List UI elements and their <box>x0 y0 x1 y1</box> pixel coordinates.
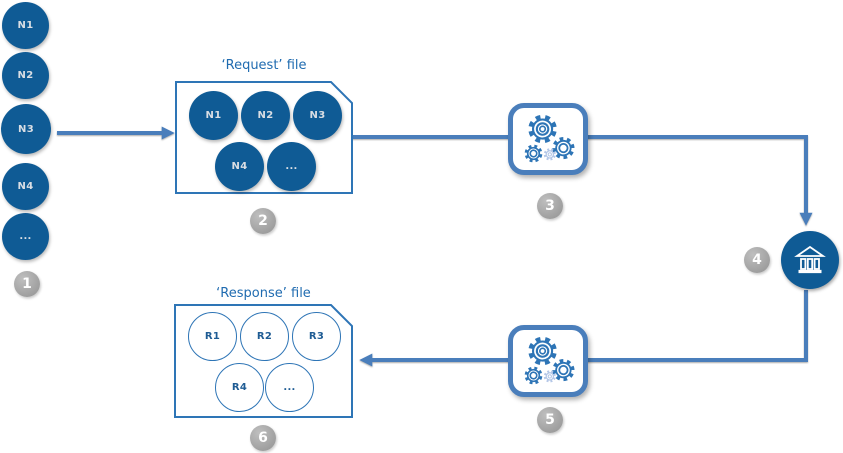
request-node-n3: N3 <box>293 91 342 140</box>
process-box-top <box>508 103 588 175</box>
request-file-title: ‘Request’ file <box>221 58 307 73</box>
response-node-more: ... <box>265 363 314 412</box>
request-node-more: ... <box>267 142 316 191</box>
bank-icon <box>794 245 826 274</box>
response-node-r1: R1 <box>188 312 237 361</box>
response-node-r2: R2 <box>240 312 289 361</box>
response-node-r4: R4 <box>215 363 264 412</box>
request-node-n4: N4 <box>215 142 264 191</box>
response-file-title: ‘Response’ file <box>216 286 311 301</box>
source-node-n4: N4 <box>2 163 49 210</box>
source-node-n3: N3 <box>1 104 51 154</box>
gears-icon <box>524 336 575 385</box>
step-badge-6: 6 <box>250 425 276 451</box>
step-badge-3: 3 <box>537 193 563 219</box>
request-node-n2: N2 <box>241 91 290 140</box>
request-node-n1: N1 <box>189 91 238 140</box>
step-badge-5: 5 <box>537 407 563 433</box>
step-badge-1: 1 <box>14 271 40 297</box>
gears-icon <box>524 114 575 163</box>
step-badge-2: 2 <box>250 208 276 234</box>
source-node-n1: N1 <box>2 2 49 49</box>
connector-bank-to-response <box>359 290 808 367</box>
source-node-n2: N2 <box>2 52 49 99</box>
response-node-r3: R3 <box>292 312 341 361</box>
source-node-more: ... <box>2 213 49 260</box>
step-badge-4: 4 <box>744 247 770 273</box>
institution-node <box>781 231 839 289</box>
process-box-bottom <box>508 325 588 397</box>
